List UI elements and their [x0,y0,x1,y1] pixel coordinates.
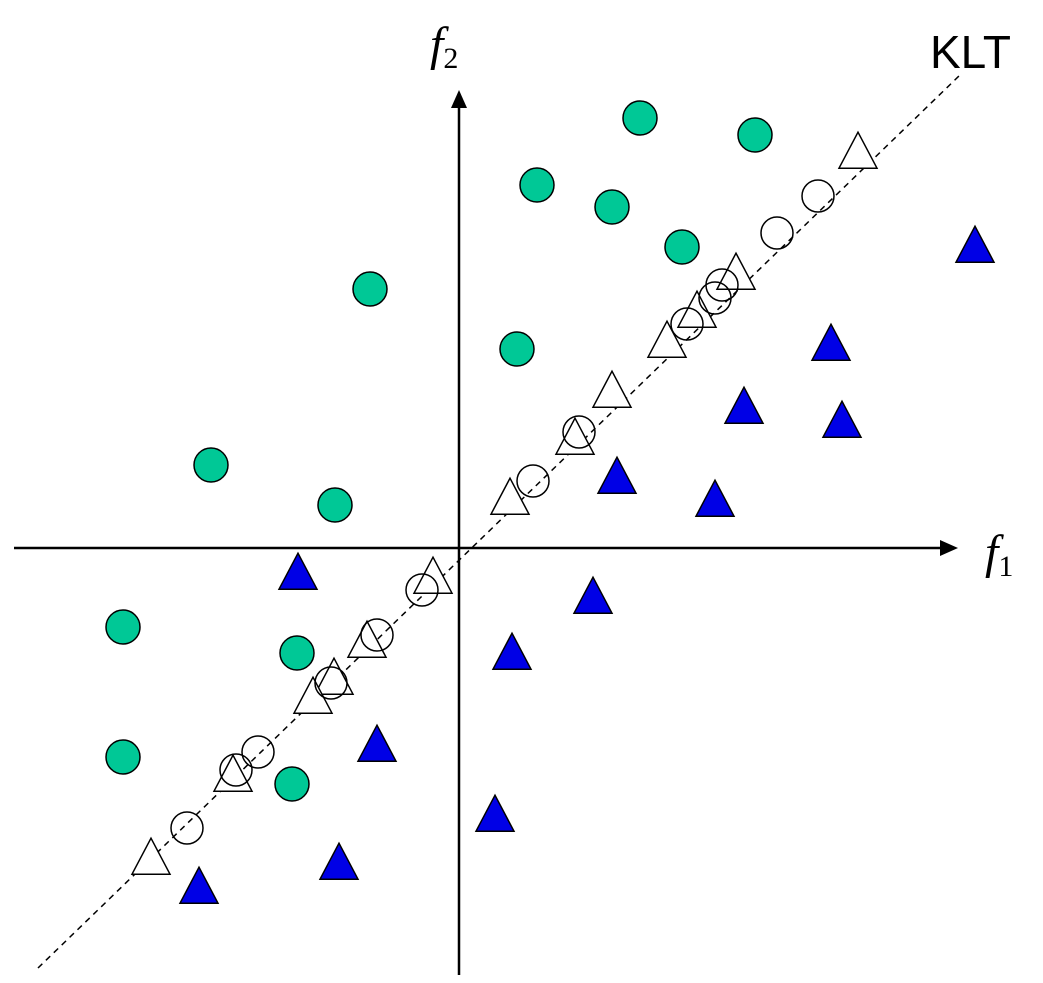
class-triangle-point [178,865,220,904]
projected-circle-point [219,753,253,787]
class-triangle-point [356,723,398,762]
projected-circle-point [698,281,732,315]
class-circle-point [664,229,700,265]
class-circle-point [737,117,773,153]
class-triangle-point [572,575,614,614]
projected-circle-point [670,307,704,341]
projected-circle-point [562,415,596,449]
class-triangle-point [723,385,765,424]
class-circle-point [317,487,353,523]
class-circle-point [105,739,141,775]
class-circle-point [193,447,229,483]
class-circle-point [594,189,630,225]
projected-circle-point [405,573,439,607]
x-axis-label: f1 [985,526,1013,583]
projected-triangle-point [591,369,633,408]
projected-circle-point [801,179,835,213]
projected-triangle-point [489,476,531,515]
klt-label: KLT [930,26,1011,78]
data-points [105,100,996,904]
klt-axis-line [37,74,961,969]
class-triangle-point [318,841,360,880]
class-triangle-point [954,224,996,263]
class-circle-point [622,100,658,136]
class-circle-point [499,331,535,367]
projected-triangle-point [412,555,454,594]
class-triangle-point [810,322,852,361]
projected-triangle-point [313,656,355,695]
projected-triangle-point [554,416,596,455]
x-axis-arrowhead [940,540,958,556]
class-triangle-point [694,478,736,517]
projected-circle-point [170,811,204,845]
projected-triangle-point [646,319,688,358]
class-circle-point [279,635,315,671]
class-circle-point [352,271,388,307]
projected-triangle-point [292,675,334,714]
projected-triangle-point [676,289,718,328]
class-triangle-point [596,455,638,494]
class-triangle-point [821,399,863,438]
projected-circle-point [360,618,394,652]
projected-circle-point [314,666,348,700]
y-axis-label: f2 [430,18,458,75]
class-triangle-point [491,631,533,670]
y-axis-arrowhead [451,90,467,108]
projected-circle-point [760,216,794,250]
class-triangle-point [474,793,516,832]
projected-triangle-point [346,619,388,658]
projected-circle-point [241,735,275,769]
class-circle-point [105,609,141,645]
projected-circle-point [516,464,550,498]
class-circle-point [519,167,555,203]
projected-triangle-point [837,130,879,169]
class-triangle-point [277,551,319,590]
projected-triangle-point [715,251,757,290]
projected-triangle-point [130,836,172,875]
class-circle-point [274,766,310,802]
projected-triangle-point [212,753,254,792]
